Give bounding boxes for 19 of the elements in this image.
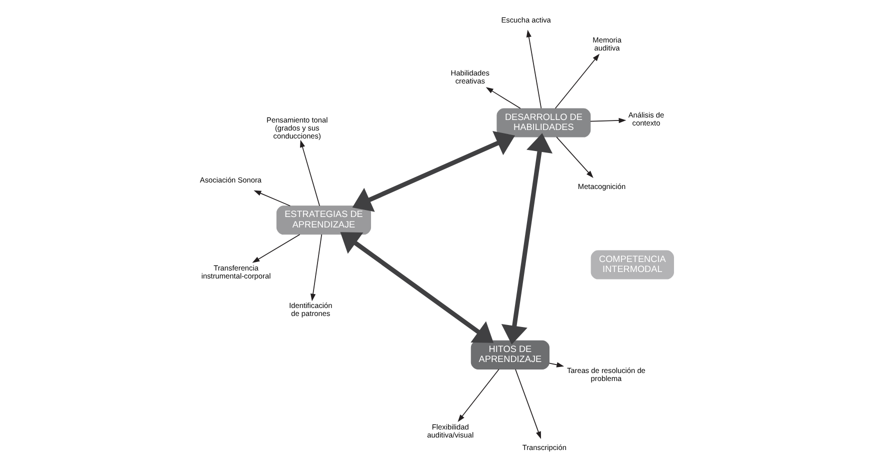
node-box: ESTRATEGIAS DE APRENDIZAJE [276, 206, 372, 235]
arrow [352, 131, 516, 212]
arrow [486, 87, 521, 109]
arrow [310, 234, 322, 302]
arrow [252, 234, 300, 263]
arrow [501, 133, 553, 345]
arrow [556, 136, 594, 178]
arrow [526, 30, 542, 109]
arrow [548, 362, 564, 368]
arrow [590, 118, 626, 124]
arrow [300, 140, 320, 206]
arrow [515, 368, 541, 439]
arrow [254, 190, 291, 206]
arrow [458, 368, 500, 422]
node-box: HITOS DE APRENDIZAJE [470, 340, 550, 370]
node-box: DESARROLLO DE HABILIDADES [496, 108, 591, 138]
arrow [554, 54, 600, 109]
node-box: COMPETENCIA INTERMODAL [590, 250, 674, 280]
arrow [340, 232, 494, 343]
